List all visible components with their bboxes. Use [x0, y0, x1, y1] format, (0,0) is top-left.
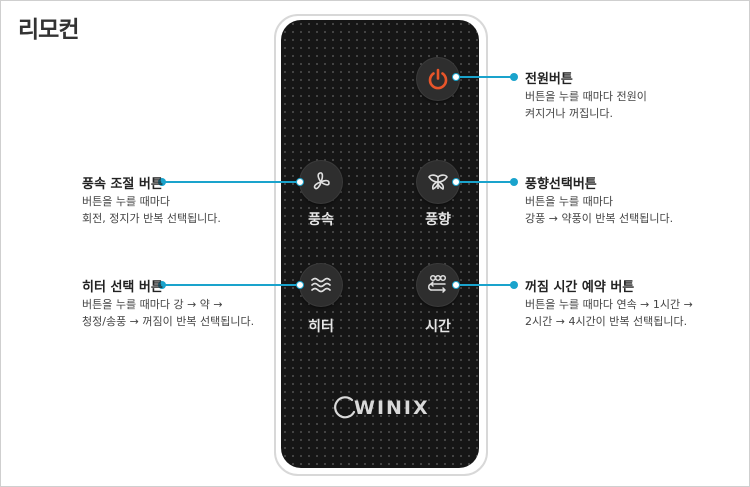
fan-icon — [313, 172, 330, 190]
heater-anchor — [296, 281, 304, 289]
wind-direction-callout-title: 풍향선택버튼 — [525, 177, 597, 192]
timer-icon — [428, 274, 447, 293]
heater-label: 히터 — [308, 319, 334, 335]
heater-callout-title: 히터 선택 버튼 — [82, 280, 163, 295]
heat-waves-icon — [311, 277, 331, 293]
remote-control — [281, 20, 479, 468]
fan-speed-callout-title: 풍속 조절 버튼 — [82, 177, 163, 192]
power-callout-line — [459, 76, 512, 78]
wind-direction-callout-desc-1: 버튼을 누를 때마다 — [525, 195, 613, 208]
wind-direction-callout-line — [459, 181, 512, 183]
power-icon — [428, 68, 448, 90]
wind-direction-callout-dot — [510, 178, 518, 186]
wind-direction-label: 풍향 — [425, 212, 451, 228]
fan-speed-label: 풍속 — [308, 212, 334, 228]
fan-speed-button[interactable] — [300, 161, 342, 203]
timer-label: 시간 — [425, 319, 451, 335]
heater-callout-dot — [158, 281, 166, 289]
timer-callout-desc-1: 버튼을 누를 때마다 연속 → 1시간 → — [525, 298, 693, 311]
heater-callout-desc-1: 버튼을 누를 때마다 강 → 약 → — [82, 298, 223, 311]
heater-callout-line — [165, 284, 298, 286]
fan-speed-callout-line — [165, 181, 298, 183]
heater-button[interactable] — [300, 264, 342, 306]
page-title: 리모컨 — [18, 17, 79, 43]
power-callout-desc-2: 켜지거나 꺼집니다. — [525, 107, 613, 120]
heater-callout-desc-2: 청정/송풍 → 꺼짐이 반복 선택됩니다. — [82, 315, 255, 328]
timer-callout-line — [459, 284, 512, 286]
brand-name: WINIX — [354, 397, 430, 419]
wind-direction-button[interactable] — [417, 161, 459, 203]
power-callout-dot — [510, 73, 518, 81]
fan-speed-callout-desc-2: 회전, 정지가 반복 선택됩니다. — [82, 212, 221, 225]
swing-icon — [428, 174, 448, 190]
brand-logo: WINIX — [334, 393, 434, 423]
timer-callout-desc-2: 2시간 → 4시간이 반복 선택됩니다. — [525, 315, 688, 328]
power-callout-desc-1: 버튼을 누를 때마다 전원이 — [525, 90, 647, 103]
fan-speed-anchor — [296, 178, 304, 186]
fan-speed-callout-desc-1: 버튼을 누를 때마다 — [82, 195, 170, 208]
fan-speed-callout-dot — [158, 178, 166, 186]
power-callout-title: 전원버튼 — [525, 72, 573, 87]
timer-callout-title: 꺼짐 시간 예약 버튼 — [525, 280, 635, 295]
winix-logo-icon — [334, 396, 356, 419]
timer-callout-dot — [510, 281, 518, 289]
wind-direction-callout-desc-2: 강풍 → 약풍이 반복 선택됩니다. — [525, 212, 674, 225]
